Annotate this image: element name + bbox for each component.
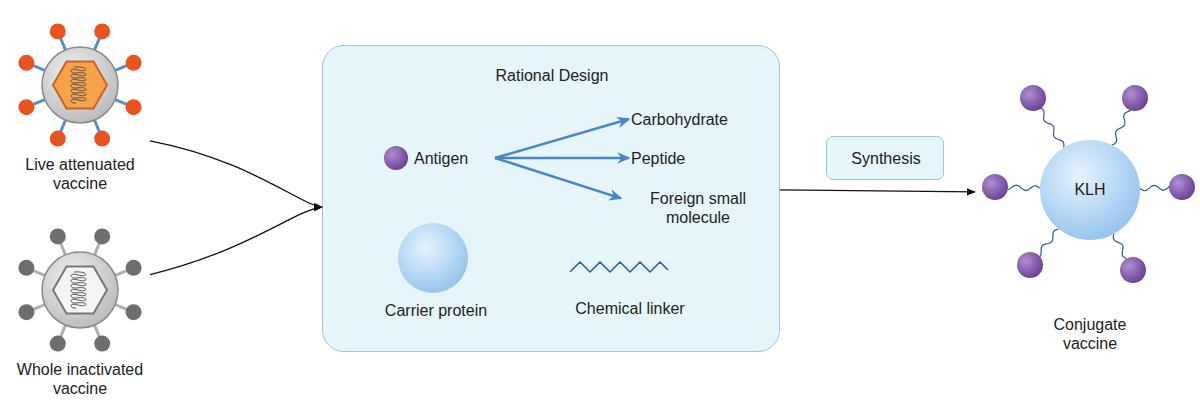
connector-arrow bbox=[150, 207, 322, 275]
node-text: Carbohydrate bbox=[631, 110, 761, 129]
node-text: Live attenuated vaccine bbox=[10, 155, 150, 193]
node-text: Conjugate vaccine bbox=[1030, 315, 1150, 353]
connector-arrow bbox=[780, 190, 975, 192]
node-text: Antigen bbox=[414, 149, 489, 168]
text-wrap: Live attenuated vaccine bbox=[10, 155, 150, 193]
node-text: Foreign small molecule bbox=[623, 189, 773, 227]
carrier-protein-node: Carrier protein bbox=[381, 223, 511, 323]
connector-arrow bbox=[495, 157, 629, 160]
text-wrap: Rational Design bbox=[323, 66, 781, 85]
text-wrap: Carrier protein bbox=[381, 301, 491, 320]
node-text: Peptide bbox=[631, 149, 731, 168]
connector-arrow bbox=[150, 141, 322, 207]
label-wrap: Chemical linker bbox=[560, 299, 700, 318]
node-text: Whole inactivated vaccine bbox=[10, 360, 150, 398]
antigen-node: Antigen bbox=[381, 146, 489, 170]
text-wrap: Antigen bbox=[414, 149, 489, 168]
node-text: Carrier protein bbox=[381, 301, 491, 320]
linker-zigzag bbox=[570, 262, 668, 272]
node-text: KLH bbox=[1040, 180, 1140, 199]
text-wrap: Synthesis bbox=[827, 149, 945, 168]
design-panel: Rational DesignAntigen CarbohydratePeptid… bbox=[322, 45, 780, 352]
antigen-type: Peptide bbox=[631, 146, 731, 170]
text-wrap: Whole inactivated vaccine bbox=[10, 360, 150, 398]
text-wrap: Foreign small molecule bbox=[623, 189, 773, 227]
part-label: Chemical linker bbox=[560, 299, 700, 318]
text-wrap: Conjugate vaccine bbox=[1030, 315, 1150, 353]
node-text: Synthesis bbox=[827, 149, 945, 168]
antigen-type: Carbohydrate bbox=[631, 107, 761, 131]
conjugate-node: KLH Conjugate vaccine bbox=[975, 80, 1200, 355]
connector-arrow bbox=[495, 158, 621, 198]
antigen-type: Foreign small molecule bbox=[623, 184, 773, 232]
text-wrap: KLH bbox=[1040, 180, 1140, 199]
virus-icon-node: Whole inactivated vaccine bbox=[10, 220, 150, 402]
process-box: Synthesis bbox=[826, 136, 944, 180]
node-illustration bbox=[975, 80, 1200, 355]
node-text: Rational Design bbox=[323, 66, 781, 85]
virus-icon-node: Live attenuated vaccine bbox=[10, 15, 150, 200]
text-wrap: Carbohydrate bbox=[631, 110, 761, 129]
text-wrap: Peptide bbox=[631, 149, 731, 168]
connector-arrow bbox=[495, 119, 629, 158]
